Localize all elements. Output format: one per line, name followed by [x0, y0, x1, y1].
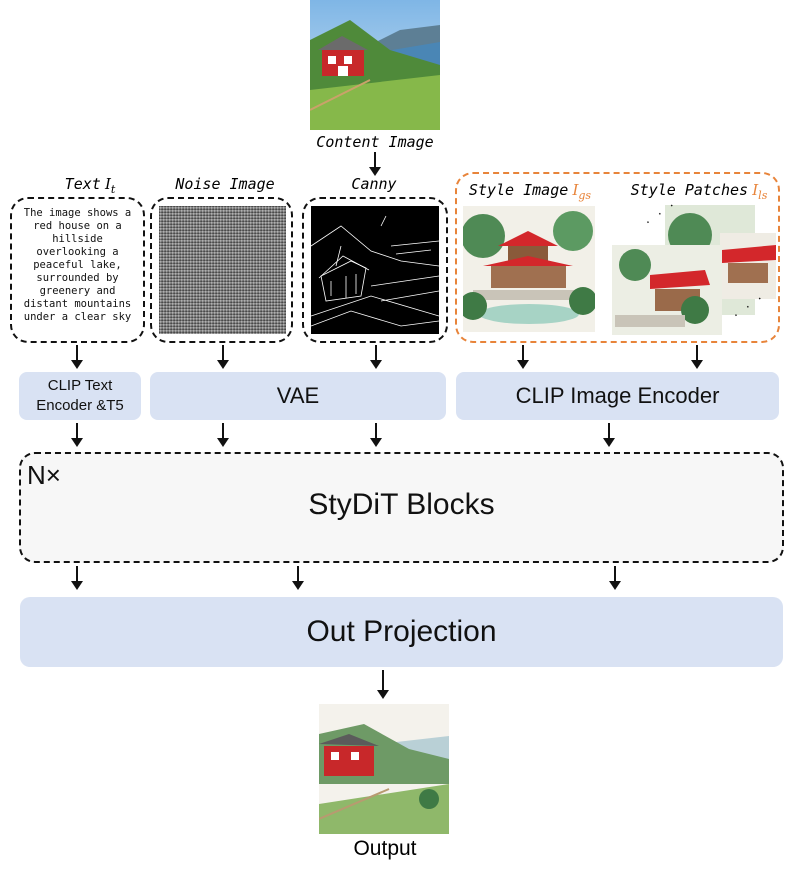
content-image-caption: Content Image [316, 133, 434, 151]
arrow-blocks-to-proj-1 [71, 566, 83, 590]
style-patches-stack [610, 205, 778, 335]
arrow-content-to-canny [369, 152, 381, 176]
arrow-patches-to-clip [691, 345, 703, 369]
arrow-proj-to-output [377, 670, 389, 699]
arrow-clip-image-to-blocks [603, 423, 615, 447]
arrow-text-to-clip [71, 345, 83, 369]
text-input-label: Text It [64, 175, 116, 196]
vae-encoder: VAE [150, 372, 446, 420]
style-patches-label: Style Patches Ils [630, 181, 768, 202]
text-prompt: The image shows a red house on a hillsid… [23, 207, 132, 323]
canny-image [311, 206, 439, 334]
arrow-clip-text-to-blocks [71, 423, 83, 447]
arrow-vae-right-to-blocks [370, 423, 382, 447]
canny-label: Canny [351, 175, 397, 193]
noise-image-box [150, 197, 293, 343]
output-image [319, 704, 449, 834]
out-projection: Out Projection [20, 597, 783, 667]
repeat-count: N× [27, 460, 61, 490]
content-image [310, 0, 440, 130]
noise-image [159, 206, 286, 334]
arrow-noise-to-vae [217, 345, 229, 369]
arrow-vae-left-to-blocks [217, 423, 229, 447]
style-image-label: Style Image Igs [468, 181, 592, 202]
style-image [463, 206, 595, 332]
clip-text-encoder: CLIP Text Encoder &T5 [19, 372, 141, 420]
arrow-blocks-to-proj-3 [609, 566, 621, 590]
arrow-blocks-to-proj-2 [292, 566, 304, 590]
style-group-box [455, 172, 780, 343]
arrow-canny-to-vae [370, 345, 382, 369]
arrow-style-image-to-clip [517, 345, 529, 369]
text-input-box: The image shows a red house on a hillsid… [10, 197, 145, 343]
canny-box [302, 197, 448, 343]
noise-image-label: Noise Image [175, 175, 275, 193]
stydit-blocks-label: StyDiT Blocks [308, 488, 495, 521]
output-caption: Output [353, 837, 417, 860]
clip-image-encoder: CLIP Image Encoder [456, 372, 779, 420]
stydit-blocks [19, 452, 784, 563]
